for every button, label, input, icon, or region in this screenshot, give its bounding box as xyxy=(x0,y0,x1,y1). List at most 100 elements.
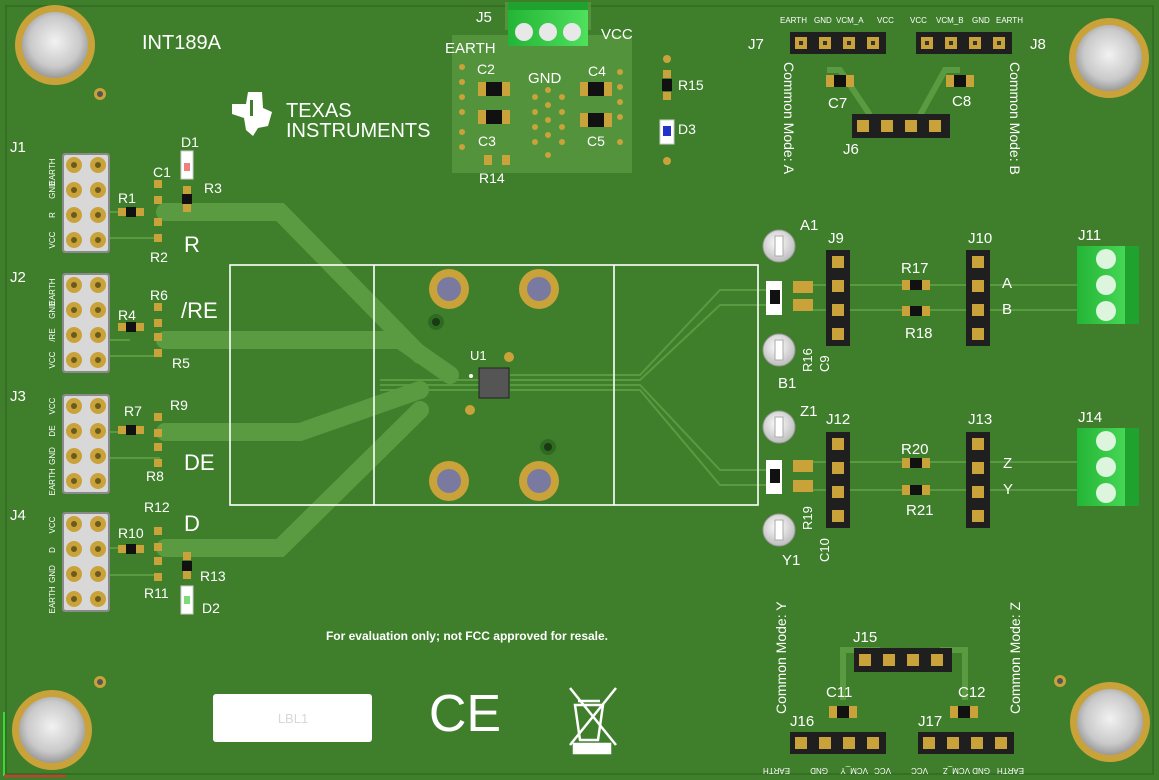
j14-label: J14 xyxy=(1078,409,1102,426)
j12-label: J12 xyxy=(826,411,850,428)
connector-j3[interactable] xyxy=(62,394,110,494)
r13-label: R13 xyxy=(200,568,226,584)
j1-pin-r: R xyxy=(48,212,57,218)
connector-j11[interactable] xyxy=(1077,246,1139,324)
common-mode-z-label: Common Mode: Z xyxy=(1007,602,1023,714)
c8-label: C8 xyxy=(952,93,971,110)
u1-chip[interactable] xyxy=(465,352,514,415)
j1-label: J1 xyxy=(10,139,26,156)
connector-j12[interactable] xyxy=(826,432,850,528)
signal-d-label: D xyxy=(184,511,200,536)
connector-j4[interactable] xyxy=(62,512,110,612)
j2-label: J2 xyxy=(10,269,26,286)
connector-j7[interactable] xyxy=(790,32,886,54)
common-mode-a-label: Common Mode: A xyxy=(781,62,797,175)
common-mode-y-label: Common Mode: Y xyxy=(773,601,789,714)
j2-pin-earth: EARTH xyxy=(48,278,57,305)
j8-pin-vcm-b: VCM_B xyxy=(936,16,964,25)
r11-label: R11 xyxy=(144,585,169,601)
r15-label: R15 xyxy=(678,77,704,93)
c4-label: C4 xyxy=(588,63,606,79)
j17-pin-earth: EARTH xyxy=(997,766,1024,775)
signal-z-label: Z xyxy=(1003,455,1012,472)
connector-j2[interactable] xyxy=(62,273,110,373)
isolation-mounting-holes xyxy=(428,269,559,501)
d1-label: D1 xyxy=(181,134,199,150)
connector-j9[interactable] xyxy=(826,250,850,346)
j4-pin-gnd: GND xyxy=(48,565,57,583)
r3-label: R3 xyxy=(204,180,222,196)
corner-mounting-holes xyxy=(12,5,1150,770)
y1-label: Y1 xyxy=(782,552,800,569)
j10-label: J10 xyxy=(968,230,992,247)
j7-pin-gnd: GND xyxy=(814,16,832,25)
power-capacitors[interactable] xyxy=(478,55,675,165)
j3-pin-gnd: GND xyxy=(48,447,57,465)
connector-j14[interactable] xyxy=(1077,428,1139,506)
r14-label: R14 xyxy=(479,170,505,186)
power-copper-area xyxy=(452,35,632,173)
j7-pin-vcm-a: VCM_A xyxy=(836,16,864,25)
j15-label: J15 xyxy=(853,629,877,646)
r12-label: R12 xyxy=(144,499,170,515)
connector-j1[interactable] xyxy=(62,153,110,253)
r6-label: R6 xyxy=(150,287,168,303)
cm-caps-bottom[interactable] xyxy=(829,706,978,718)
j17-pin-vcc: VCC xyxy=(911,766,928,775)
j7-pin-earth: EARTH xyxy=(780,16,807,25)
c7-label: C7 xyxy=(828,95,847,112)
connector-j8[interactable] xyxy=(916,32,1012,54)
j16-pin-gnd: GND xyxy=(810,766,828,775)
j11-label: J11 xyxy=(1078,227,1101,244)
connector-j5[interactable] xyxy=(508,2,588,46)
connector-j6[interactable] xyxy=(852,114,950,138)
signal-de-label: DE xyxy=(184,450,215,475)
bus-passives[interactable] xyxy=(766,280,930,495)
isolation-outline xyxy=(229,264,759,506)
r1-label: R1 xyxy=(118,190,136,206)
r8-label: R8 xyxy=(146,468,164,484)
right-traces xyxy=(380,67,1090,700)
r10-label: R10 xyxy=(118,525,144,541)
j7-label: J7 xyxy=(748,36,764,53)
cm-caps-top[interactable] xyxy=(826,75,974,87)
j17-pin-gnd: GND xyxy=(972,766,990,775)
j3-label: J3 xyxy=(10,388,26,405)
j2-pin-re: /RE xyxy=(48,328,57,341)
c3-label: C3 xyxy=(478,133,496,149)
j9-label: J9 xyxy=(828,230,844,247)
connector-j15[interactable] xyxy=(854,648,952,672)
r21-label: R21 xyxy=(906,502,934,519)
j16-label: J16 xyxy=(790,713,814,730)
j8-pin-vcc: VCC xyxy=(910,16,927,25)
j5-label: J5 xyxy=(476,9,492,26)
j2-pin-vcc: VCC xyxy=(48,351,57,368)
j4-pin-d: D xyxy=(48,547,57,553)
power-vias xyxy=(459,64,623,158)
common-mode-b-label: Common Mode: B xyxy=(1007,62,1023,175)
origin-axis-marker xyxy=(3,712,66,777)
c12-label: C12 xyxy=(958,684,986,701)
j16-pin-vcc: VCC xyxy=(874,766,891,775)
r2-label: R2 xyxy=(150,249,168,265)
connector-j17[interactable] xyxy=(918,732,1014,754)
test-points[interactable] xyxy=(762,229,796,547)
z1-label: Z1 xyxy=(800,403,818,420)
c1-label: C1 xyxy=(153,164,171,180)
j8-pin-gnd: GND xyxy=(972,16,990,25)
j4-pin-vcc: VCC xyxy=(48,516,57,533)
connector-j16[interactable] xyxy=(790,732,886,754)
j3-pin-de: DE xyxy=(48,425,57,436)
j5-gnd-label: GND xyxy=(528,70,562,87)
signal-y-label: Y xyxy=(1003,481,1013,498)
j16-pin-vcm-y: VCM_Y xyxy=(840,766,868,775)
r4-label: R4 xyxy=(118,307,136,323)
j16-pin-earth: EARTH xyxy=(763,766,790,775)
j8-label: J8 xyxy=(1030,36,1046,53)
c2-label: C2 xyxy=(477,61,495,77)
j8-pin-earth: EARTH xyxy=(996,16,1023,25)
connector-j13[interactable] xyxy=(966,432,990,528)
connector-j10[interactable] xyxy=(966,250,990,346)
left-passives[interactable] xyxy=(118,150,194,615)
